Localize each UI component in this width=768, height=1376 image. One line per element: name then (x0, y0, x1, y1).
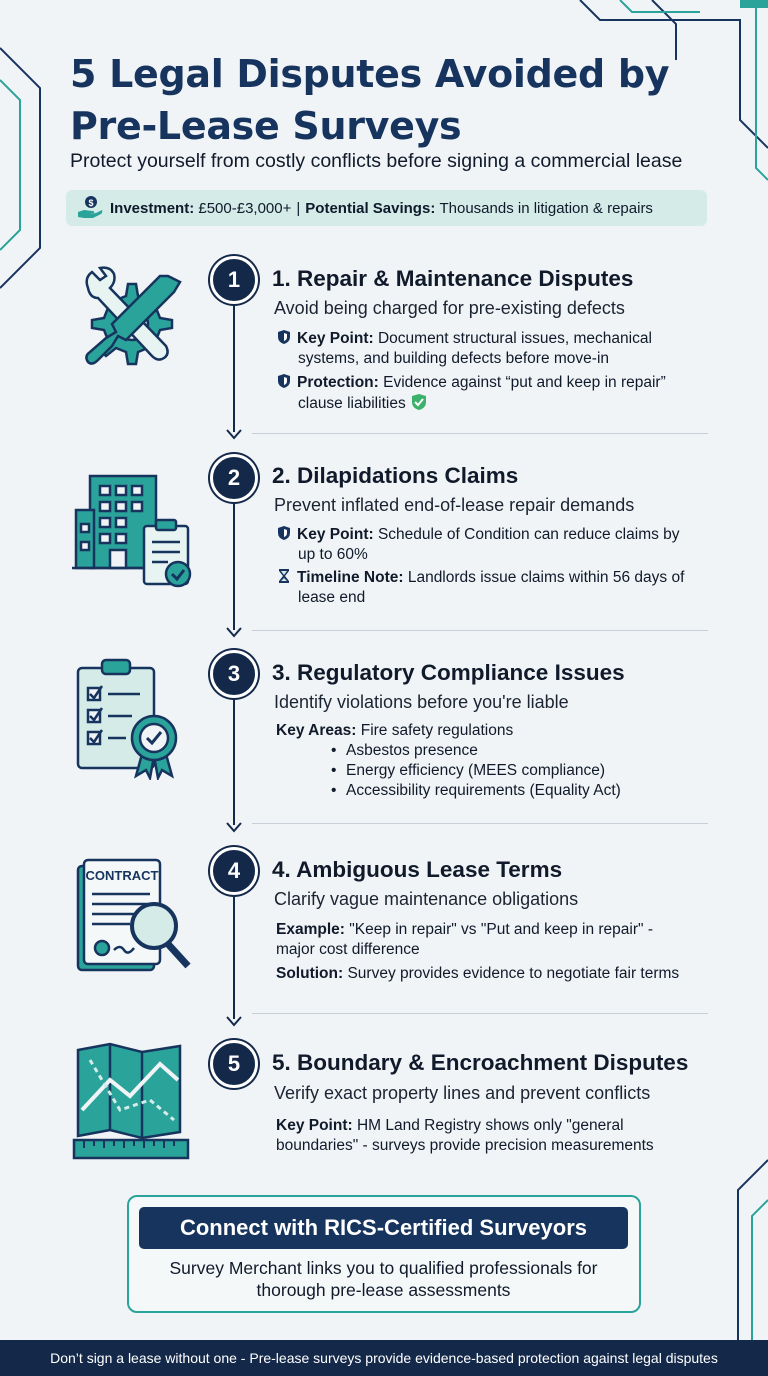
section-3-subtitle: Identify violations before you're liable (274, 692, 569, 712)
timeline-connector (233, 500, 235, 630)
section-divider (252, 823, 708, 824)
map-ruler-icon (72, 1042, 190, 1160)
section-2-timeline-note: Timeline Note: Landlords issue claims wi… (276, 568, 716, 608)
key-point-label: Key Point: (297, 330, 374, 347)
building-clipboard-icon (72, 474, 192, 588)
key-point-text-cont: systems, and building defects before mov… (298, 350, 610, 367)
checklist-badge-icon (76, 658, 178, 780)
arrow-down-icon (226, 429, 242, 440)
timeline-note-label: Timeline Note: (297, 569, 404, 586)
protection-text-cont: clause liabilities (276, 393, 716, 414)
solution-label: Solution: (276, 965, 344, 982)
hourglass-icon (279, 569, 289, 583)
investment-banner: $ Investment: £500-£3,000+ | Potential S… (66, 190, 707, 226)
step-number-1: 1 (210, 256, 258, 304)
savings-label: Potential Savings: (305, 199, 436, 217)
section-1-title: 1. Repair & Maintenance Disputes (272, 266, 634, 291)
svg-text:CONTRACT: CONTRACT (86, 868, 159, 883)
svg-text:$: $ (88, 198, 93, 208)
arrow-down-icon (226, 822, 242, 833)
cta-heading[interactable]: Connect with RICS-Certified Surveyors (139, 1207, 628, 1249)
section-4-example: Example: "Keep in repair" vs "Put and ke… (276, 920, 716, 960)
investment-value: £500-£3,000+ (198, 199, 292, 217)
shield-icon (278, 374, 290, 388)
section-1-protection: Protection: Evidence against “put and ke… (276, 373, 716, 414)
section-2-subtitle: Prevent inflated end-of-lease repair dem… (274, 495, 635, 515)
section-5-subtitle: Verify exact property lines and prevent … (274, 1083, 651, 1103)
section-5-title: 5. Boundary & Encroachment Disputes (272, 1050, 689, 1075)
key-point-text-cont: up to 60% (298, 546, 368, 563)
solution-text: Survey provides evidence to negotiate fa… (347, 965, 680, 982)
step-number-5: 5 (210, 1040, 258, 1088)
section-1-key-point: Key Point: Document structural issues, m… (276, 329, 716, 369)
key-area-item: Fire safety regulations (360, 722, 514, 739)
green-shield-check-icon (412, 394, 427, 410)
step-number-2: 2 (210, 454, 258, 502)
timeline-connector (233, 895, 235, 1019)
key-point-text: Document structural issues, mechanical (377, 330, 652, 347)
section-3-key-areas: Key Areas: Fire safety regulations (276, 721, 716, 741)
example-text: "Keep in repair" vs "Put and keep in rep… (349, 921, 653, 938)
timeline-connector (233, 300, 235, 432)
cta-line-1: Survey Merchant links you to qualified p… (169, 1258, 598, 1278)
key-point-text: Schedule of Condition can reduce claims … (377, 526, 680, 543)
section-1-subtitle: Avoid being charged for pre-existing def… (274, 298, 625, 318)
cta-body: Survey Merchant links you to qualified p… (129, 1257, 638, 1301)
page-subtitle: Protect yourself from costly conflicts b… (70, 150, 683, 172)
section-4-title: 4. Ambiguous Lease Terms (272, 857, 563, 882)
step-number-3: 3 (210, 650, 258, 698)
separator: | (296, 199, 301, 217)
savings-value: Thousands in litigation & repairs (439, 199, 653, 217)
investment-label: Investment: (110, 199, 195, 217)
footer-banner: Don’t sign a lease without one - Pre-lea… (0, 1340, 768, 1376)
contract-magnifier-icon: CONTRACT (76, 858, 191, 972)
section-5-key-point: Key Point: HM Land Registry shows only "… (276, 1116, 746, 1156)
key-area-item: Energy efficiency (MEES compliance) (331, 761, 605, 781)
timeline-connector (233, 697, 235, 825)
page-title: 5 Legal Disputes Avoided by Pre-Lease Su… (70, 52, 670, 148)
shield-icon (278, 526, 290, 540)
section-4-subtitle: Clarify vague maintenance obligations (274, 889, 579, 909)
section-2-title: 2. Dilapidations Claims (272, 463, 519, 488)
section-divider (252, 433, 708, 434)
key-area-item: Asbestos presence (331, 741, 478, 761)
section-3-title: 3. Regulatory Compliance Issues (272, 660, 625, 685)
arrow-down-icon (226, 1016, 242, 1027)
key-point-text-cont: boundaries" - surveys provide precision … (276, 1137, 654, 1154)
section-divider (252, 630, 708, 631)
key-areas-label: Key Areas: (276, 722, 357, 739)
timeline-note-text-cont: lease end (298, 589, 366, 606)
timeline-note-text: Landlords issue claims within 56 days of (407, 569, 685, 586)
step-number-4: 4 (210, 847, 258, 895)
key-point-label: Key Point: (297, 526, 374, 543)
money-hand-icon: $ (78, 196, 103, 218)
section-4-solution: Solution: Survey provides evidence to ne… (276, 964, 716, 984)
key-point-text: HM Land Registry shows only "general (356, 1117, 624, 1134)
example-text-cont: major cost difference (276, 941, 420, 958)
section-divider (252, 1013, 708, 1014)
protection-label: Protection: (297, 374, 379, 391)
protection-text: Evidence against “put and keep in repair… (383, 374, 666, 391)
shield-icon (278, 330, 290, 344)
example-label: Example: (276, 921, 345, 938)
section-2-key-point: Key Point: Schedule of Condition can red… (276, 525, 716, 565)
cta-box: Connect with RICS-Certified Surveyors Su… (127, 1195, 641, 1313)
key-point-label: Key Point: (276, 1117, 353, 1134)
wrench-screwdriver-gear-icon (85, 266, 182, 366)
arrow-down-icon (226, 627, 242, 638)
key-area-item: Accessibility requirements (Equality Act… (331, 781, 621, 801)
cta-line-2: thorough pre-lease assessments (256, 1280, 511, 1300)
